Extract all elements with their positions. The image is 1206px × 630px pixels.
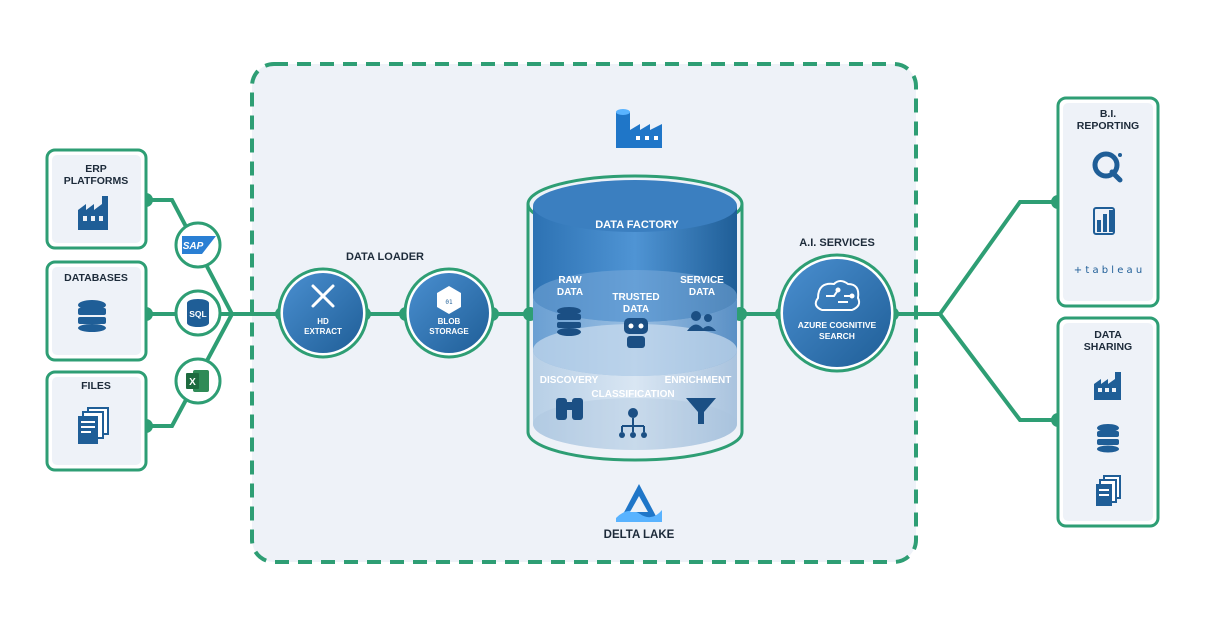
enrichment-label: ENRICHMENT [665,375,732,386]
delta-lake-brand: DELTA LAKE [604,529,675,541]
sharing-documents-icon [1096,475,1121,506]
power-bi-icon [1093,207,1115,235]
raw-data-line2: DATA [557,287,583,298]
database-icon [78,300,106,332]
raw-data-icon [557,307,581,336]
excel-connector: X [174,357,222,405]
excel-label: X [189,377,196,388]
source-erp-box: ERP PLATFORMS [45,148,148,250]
sharing-title-line2: SHARING [1084,341,1132,353]
trusted-data-line2: DATA [623,304,649,315]
bi-title-line1: B.I. [1100,108,1116,120]
files-title: FILES [81,380,111,392]
classification-label: CLASSIFICATION [591,389,674,400]
ai-line2: SEARCH [819,331,855,341]
ai-to-sharing-line [938,312,1058,422]
sap-icon [182,236,216,254]
hd-extract-line2: EXTRACT [304,327,342,336]
service-data-line2: DATA [689,287,715,298]
erp-title-line1: ERP [85,163,107,175]
robot-icon [624,318,648,348]
data-sharing-box: DATA SHARING [1056,316,1160,528]
blob-icon: 01 [437,286,461,314]
binoculars-icon [556,398,583,420]
blob-storage-line2: STORAGE [429,327,469,336]
trusted-data-line1: TRUSTED [612,292,659,303]
tableau-logo: + t a b l e a u [1074,265,1142,276]
hd-extract-node: HD EXTRACT [277,267,369,359]
blob-storage-node: 01 BLOB STORAGE [403,267,495,359]
funnel-icon [686,398,716,424]
data-factory-label: DATA FACTORY [595,219,679,231]
source-files-box: FILES [45,370,148,472]
factory-icon [78,196,108,230]
service-data-line1: SERVICE [680,275,724,286]
sharing-database-icon [1097,424,1119,453]
data-lake-cylinder [526,174,744,462]
erp-connection-line [146,198,234,315]
sql-connector: SQL [174,289,222,337]
sap-label: SAP [183,241,204,252]
sap-connector: SAP [174,221,222,269]
delta-lake-logo-icon [616,484,662,522]
azure-cognitive-search-node: AZURE COGNITIVE SEARCH [777,253,897,373]
databases-title: DATABASES [64,272,128,284]
extract-icon [311,284,335,308]
files-connection-line [146,313,234,428]
bi-reporting-box: B.I. REPORTING + t a b l e a u [1056,96,1160,308]
sql-label: SQL [189,309,206,319]
ai-to-bi-line [892,200,1058,316]
brain-circuit-icon [814,280,861,311]
users-icon [687,311,716,331]
svg-text:01: 01 [445,299,453,306]
source-databases-box: DATABASES [45,260,148,362]
raw-data-line1: RAW [558,275,582,286]
hierarchy-icon [619,408,647,438]
qlik-icon [1092,151,1123,183]
sharing-factory-icon [1094,372,1121,400]
azure-data-factory-icon [616,109,662,148]
documents-icon [78,407,109,444]
ai-services-label: A.I. SERVICES [799,237,875,249]
ai-line1: AZURE COGNITIVE [798,320,877,330]
sharing-title-line1: DATA [1094,329,1122,341]
bi-title-line2: REPORTING [1077,120,1139,132]
hd-extract-line1: HD [317,317,329,326]
discovery-label: DISCOVERY [540,375,599,386]
erp-title-line2: PLATFORMS [64,175,129,187]
blob-storage-line1: BLOB [438,317,461,326]
data-loader-label: DATA LOADER [346,251,424,263]
